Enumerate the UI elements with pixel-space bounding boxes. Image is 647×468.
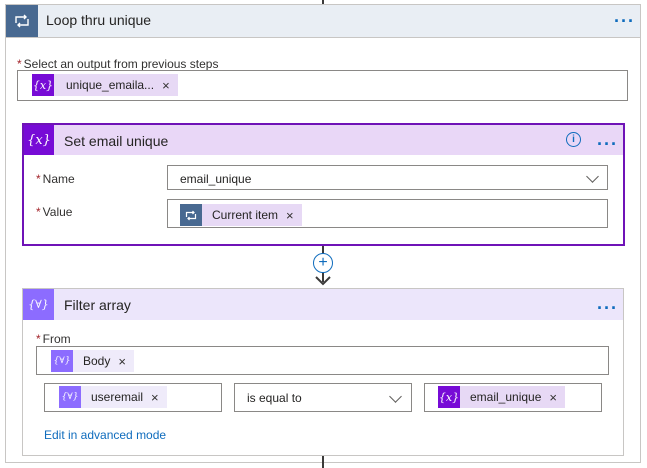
value-label-row: *Value [36,205,72,219]
current-item-close-icon[interactable]: × [286,207,294,223]
from-label: From [42,332,71,346]
output-token[interactable]: {x} unique_emaila... × [32,74,178,96]
set-variable-header[interactable] [24,125,623,155]
required-mark: * [36,205,41,219]
set-variable-more-icon[interactable]: ··· [597,134,618,154]
chevron-down-icon [389,390,402,403]
info-icon[interactable]: i [566,132,581,147]
variable-icon: {x} [24,125,54,155]
output-token-close-icon[interactable]: × [162,77,170,93]
current-item-token[interactable]: Current item × [180,204,302,226]
from-label-row: *From [36,332,71,346]
set-variable-title: Set email unique [64,133,169,149]
plus-icon: + [318,254,328,271]
loop-icon [6,5,38,37]
output-label: Select an output from previous steps [23,57,219,71]
loop-icon [180,204,202,226]
edit-advanced-mode-link[interactable]: Edit in advanced mode [44,428,167,442]
required-mark: * [36,172,41,186]
filter-array-title: Filter array [64,297,131,313]
loop-more-icon[interactable]: ··· [614,11,635,31]
body-token-label: Body [83,354,111,368]
required-mark: * [36,332,41,346]
output-label-row: *Select an output from previous steps [17,57,218,71]
useremail-token-label: useremail [91,390,144,404]
filter-array-icon: {∀} [51,350,73,372]
email-unique-token-close-icon[interactable]: × [549,389,557,405]
useremail-token[interactable]: {∀} useremail × [59,386,167,408]
useremail-token-close-icon[interactable]: × [151,389,159,405]
loop-title: Loop thru unique [46,12,152,28]
email-unique-token[interactable]: {x} email_unique × [438,386,565,408]
filter-array-icon: {∀} [59,386,81,408]
required-mark: * [17,57,22,71]
filter-array-more-icon[interactable]: ··· [597,298,618,318]
connector-line-bottom [322,456,324,468]
name-label: Name [42,172,75,186]
output-token-label: unique_emaila... [66,78,155,92]
info-icon-glyph: i [572,134,575,145]
add-step-button[interactable]: + [313,253,333,273]
operator-dropdown[interactable]: is equal to [234,383,412,412]
name-dropdown[interactable]: email_unique [167,165,608,190]
current-item-label: Current item [212,208,279,222]
value-label: Value [42,205,73,219]
body-token[interactable]: {∀} Body × [51,350,134,372]
chevron-down-icon [586,170,599,183]
variable-icon: {x} [438,386,460,408]
body-token-close-icon[interactable]: × [118,353,126,369]
connector-arrow-icon [315,276,331,286]
email-unique-token-label: email_unique [470,390,542,404]
operator-value: is equal to [247,391,302,405]
connector-line-top [322,0,324,4]
variable-icon: {x} [32,74,54,96]
loop-header[interactable] [5,4,641,38]
filter-array-header[interactable] [23,289,623,320]
name-value: email_unique [180,172,252,186]
filter-array-icon: {∀} [23,289,54,320]
name-label-row: *Name [36,172,75,186]
